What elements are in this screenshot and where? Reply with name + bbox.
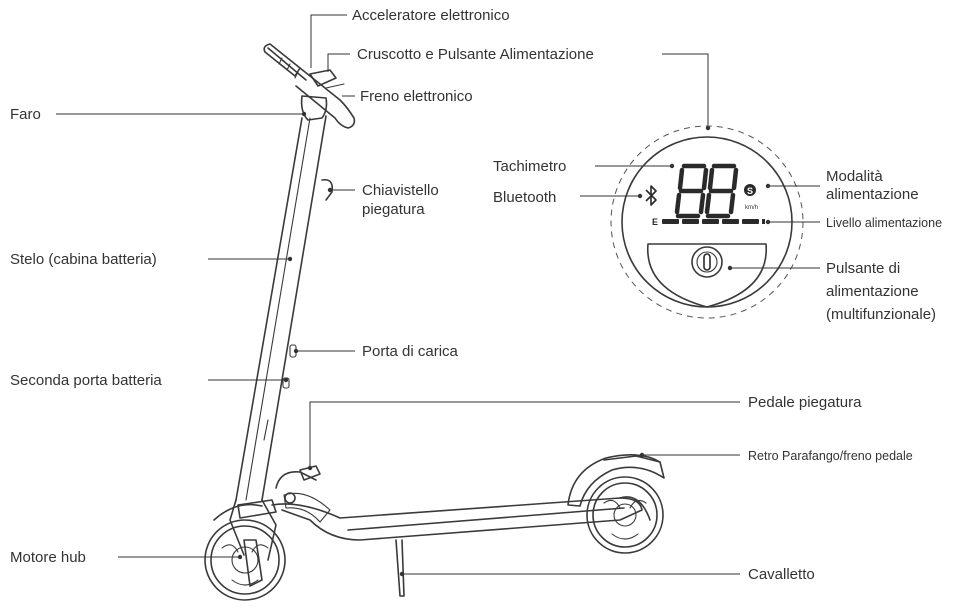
scooter-illustration [204,43,665,601]
power-button[interactable] [691,246,723,278]
kickstand [395,539,405,597]
power-button-panel [647,243,767,308]
callout-pedale: Pedale piegatura [307,394,862,471]
label-freno: Freno elettronico [360,88,473,105]
bluetooth-icon [645,185,657,206]
battery-bar: E [652,217,765,227]
label-acceleratore: Acceleratore elettronico [352,7,510,24]
mode-letter: S [747,186,753,196]
battery-segment [682,219,699,224]
battery-segments [662,219,765,224]
label-pulsante-2: alimentazione [826,283,919,300]
label-pulsante-1: Pulsante di [826,260,900,277]
label-bluetooth: Bluetooth [493,189,556,206]
label-livello: Livello alimentazione [826,216,942,230]
callout-motore-hub: Motore hub [10,549,243,566]
callout-retro-parafango: Retro Parafango/freno pedale [639,449,913,463]
battery-segment [742,219,759,224]
callout-cruscotto: Cruscotto e Pulsante Alimentazione [327,46,711,131]
label-pedale-piegatura: Pedale piegatura [748,394,862,411]
label-retro-parafango: Retro Parafango/freno pedale [748,449,913,463]
battery-segment [722,219,739,224]
label-cavalletto: Cavalletto [748,566,815,583]
battery-segment [702,219,719,224]
callout-stelo: Stelo (cabina batteria) [10,251,293,268]
callout-seconda-porta: Seconda porta batteria [10,372,289,389]
callout-faro: Faro [10,106,307,123]
callout-freno: Freno elettronico [342,88,473,105]
battery-segment [662,219,679,224]
label-modalita-2: alimentazione [826,186,919,203]
callout-livello: Livello alimentazione [765,216,942,230]
label-tachimetro: Tachimetro [493,158,566,175]
deck [271,465,643,541]
speed-unit: km/h [745,205,758,211]
label-motore-hub: Motore hub [10,549,86,566]
handlebar [263,43,356,129]
battery-letter: E [652,217,658,227]
callout-tachimetro: Tachimetro [493,158,675,175]
label-porta-carica: Porta di carica [362,343,459,360]
label-cruscotto: Cruscotto e Pulsante Alimentazione [357,46,594,63]
callout-cavalletto: Cavalletto [399,566,815,583]
callout-porta-carica: Porta di carica [293,343,459,360]
callout-modalita: Modalità alimentazione [765,168,919,203]
callout-bluetooth: Bluetooth [493,189,643,206]
callout-chiavistello: Chiavistello piegatura [327,182,439,218]
head-tube [300,95,328,121]
label-chiavistello-2: piegatura [362,201,425,218]
speed-display [674,163,739,219]
stem [235,115,334,501]
label-chiavistello-1: Chiavistello [362,182,439,199]
battery-end-tick [762,219,765,224]
front-wheel [204,499,286,601]
label-stelo: Stelo (cabina batteria) [10,251,157,268]
label-pulsante-3: (multifunzionale) [826,306,936,323]
label-faro: Faro [10,106,41,123]
label-modalita-1: Modalità [826,168,883,185]
callout-pulsante: Pulsante di alimentazione (multifunziona… [727,260,936,323]
label-seconda-porta: Seconda porta batteria [10,372,162,389]
mode-icon: S [744,184,756,196]
rear-wheel [567,454,665,554]
callout-acceleratore: Acceleratore elettronico [310,7,510,68]
